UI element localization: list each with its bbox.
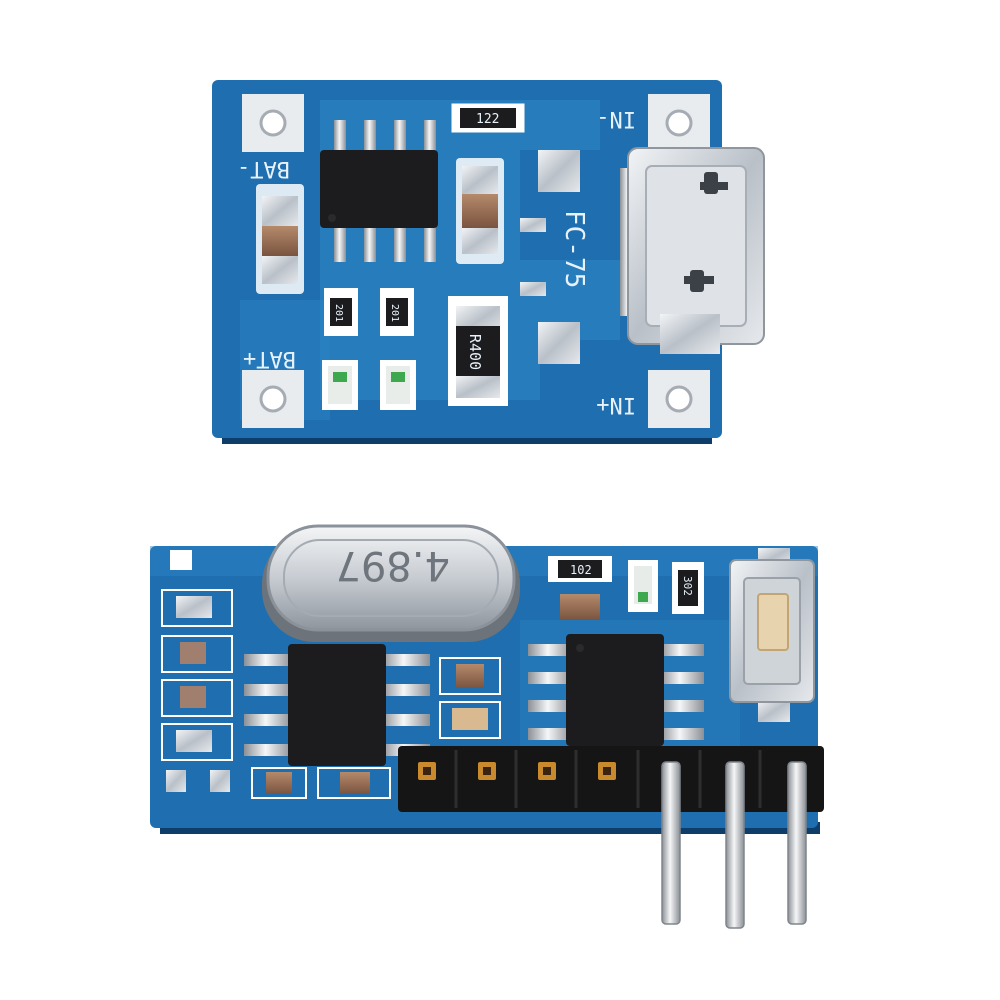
tactile-switch-icon — [729, 548, 815, 722]
bat-plus-label: BAT+ — [243, 346, 296, 371]
resistor-r3: 201 — [380, 288, 414, 336]
capacitor-small — [439, 657, 501, 739]
solder-pad — [538, 150, 580, 192]
mounting-hole — [648, 94, 710, 152]
mounting-hole — [648, 370, 710, 428]
led-done — [380, 360, 416, 410]
via-pad — [170, 550, 192, 570]
resistor-r2-label: 201 — [333, 304, 344, 322]
header-pins — [661, 761, 807, 929]
resistor-r4-label: R400 — [466, 334, 484, 370]
crystal-label: 4.897 — [335, 542, 450, 588]
resistor-r4: R400 — [448, 296, 508, 406]
board-id-label: FC-75 — [559, 210, 589, 288]
capacitor-small — [560, 594, 600, 620]
mounting-hole — [242, 370, 304, 428]
bat-minus-label: BAT- — [237, 156, 290, 181]
resistor-r3-label: 201 — [389, 304, 400, 322]
led-indicator — [628, 560, 658, 612]
capacitor-c1 — [256, 184, 304, 294]
mounting-hole — [242, 94, 304, 152]
led-charging — [322, 360, 358, 410]
resistor-r6-label: 302 — [681, 576, 694, 596]
charger-board: BAT- BAT+ IN- IN+ FC-75 122 — [212, 80, 765, 444]
resistor-r1: 122 — [451, 103, 525, 133]
receiver-board: 4.897 — [150, 524, 824, 929]
capacitor-small — [251, 767, 391, 799]
resistor-r6: 302 — [672, 562, 704, 614]
resistor-r1-label: 122 — [476, 112, 499, 127]
resistor-r2: 201 — [324, 288, 358, 336]
capacitor-column — [161, 589, 233, 792]
micro-usb-connector-icon — [620, 147, 765, 354]
solder-pad — [538, 322, 580, 364]
resistor-r5: 102 — [548, 556, 612, 582]
solder-pad — [520, 218, 546, 232]
crystal-oscillator: 4.897 — [262, 524, 520, 642]
charger-ic — [320, 120, 438, 262]
capacitor-c2 — [456, 158, 504, 264]
in-minus-label: IN- — [596, 106, 636, 131]
solder-pad — [520, 282, 546, 296]
receiver-ic — [528, 634, 704, 746]
pin-header — [398, 746, 824, 812]
in-plus-label: IN+ — [596, 392, 636, 417]
resistor-r5-label: 102 — [570, 563, 592, 577]
